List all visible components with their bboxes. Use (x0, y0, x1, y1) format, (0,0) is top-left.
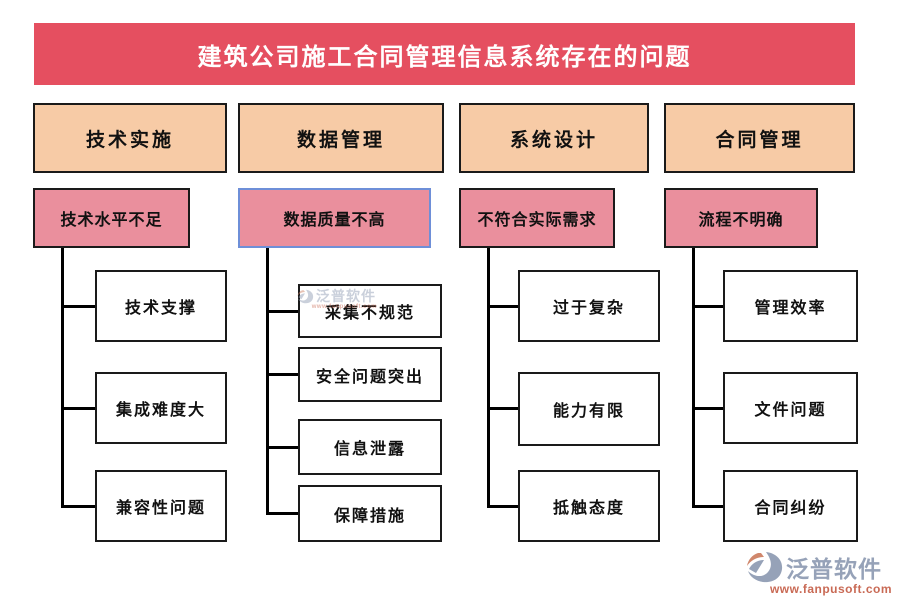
category-box-2: 数据管理 (238, 103, 444, 173)
fanpu-logo-icon (746, 551, 784, 583)
subtopic-box-2-selected: 数据质量不高 (238, 188, 431, 248)
leaf-box-4-1: 管理效率 (723, 270, 858, 342)
tree-branch-2-3 (266, 446, 298, 449)
tree-vline-4 (692, 248, 695, 508)
watermark-logo: 泛普软件 www.fanpusoft.com (297, 286, 377, 310)
tree-branch-1-3 (61, 505, 95, 508)
leaf-box-4-3: 合同纠纷 (723, 470, 858, 542)
leaf-box-2-2: 安全问题突出 (298, 347, 442, 402)
tree-vline-3 (487, 248, 490, 508)
category-box-1: 技术实施 (33, 103, 227, 173)
leaf-box-2-4: 保障措施 (298, 485, 442, 542)
tree-vline-1 (61, 248, 64, 508)
leaf-box-1-3: 兼容性问题 (95, 470, 227, 542)
watermark-brand-text: 泛普软件 (316, 288, 376, 304)
subtopic-box-4: 流程不明确 (664, 188, 818, 248)
diagram-title: 建筑公司施工合同管理信息系统存在的问题 (34, 23, 855, 85)
leaf-box-1-1: 技术支撑 (95, 270, 227, 342)
tree-branch-3-2 (487, 407, 518, 410)
tree-branch-2-1 (266, 310, 298, 313)
tree-branch-1-2 (61, 407, 95, 410)
leaf-box-1-2: 集成难度大 (95, 372, 227, 444)
tree-branch-4-2 (692, 407, 723, 410)
fanpu-brand-text: 泛普软件 (786, 556, 882, 582)
leaf-box-3-1: 过于复杂 (518, 270, 660, 342)
fanpu-logo: 泛普软件 www.fanpusoft.com (746, 550, 892, 596)
subtopic-box-1: 技术水平不足 (33, 188, 190, 248)
leaf-box-2-3: 信息泄露 (298, 419, 442, 475)
category-box-3: 系统设计 (459, 103, 649, 173)
tree-branch-1-1 (61, 305, 95, 308)
fanpu-url-text: www.fanpusoft.com (769, 582, 892, 596)
tree-branch-4-3 (692, 505, 723, 508)
leaf-box-4-2: 文件问题 (723, 372, 858, 444)
category-box-4: 合同管理 (664, 103, 855, 173)
leaf-box-3-3: 抵触态度 (518, 470, 660, 542)
fanpu-watermark-icon (297, 289, 314, 304)
subtopic-box-3: 不符合实际需求 (459, 188, 615, 248)
tree-branch-2-2 (266, 373, 298, 376)
tree-branch-3-1 (487, 305, 518, 308)
tree-branch-2-4 (266, 512, 298, 515)
tree-branch-4-1 (692, 305, 723, 308)
tree-branch-3-3 (487, 505, 518, 508)
leaf-box-3-2: 能力有限 (518, 372, 660, 446)
watermark-url-text: www.fanpusoft.com (311, 304, 377, 310)
leaf-box-2-1: 采集不规范 (298, 284, 442, 338)
tree-vline-2 (266, 248, 269, 515)
